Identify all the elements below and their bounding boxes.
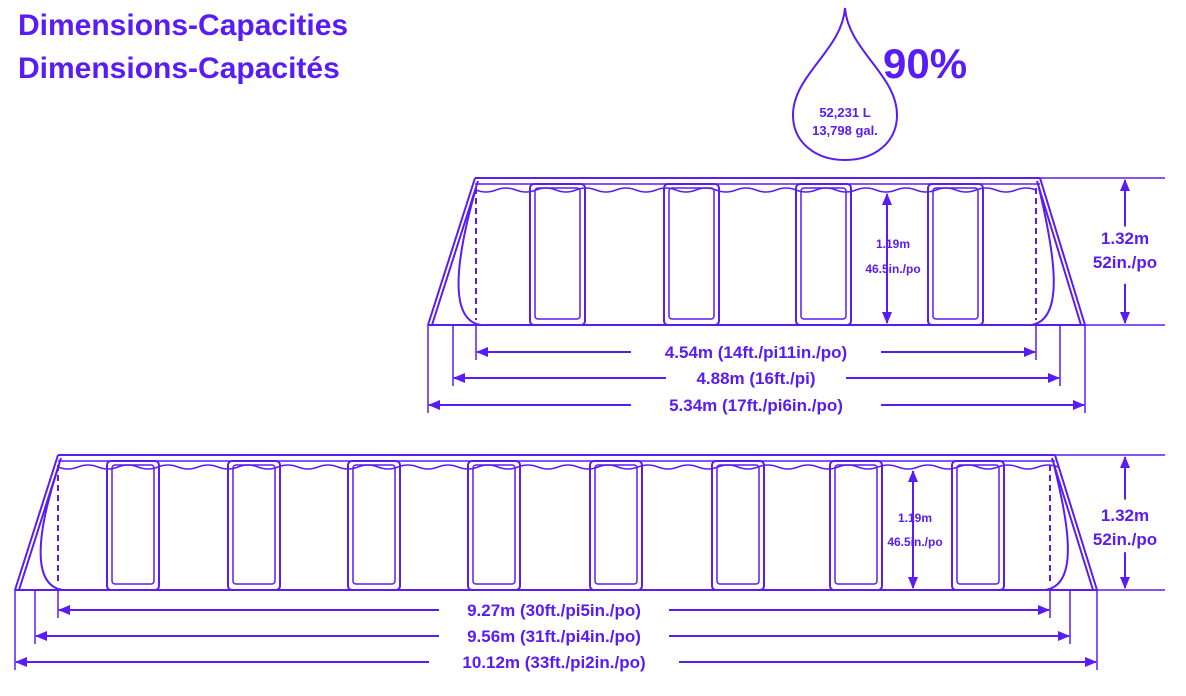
small-dim-outer: 5.34m (17ft./pi6in./po) xyxy=(669,396,843,415)
small-water-height-metric: 1.19m xyxy=(876,237,910,251)
right-leg xyxy=(1036,177,1086,326)
small-water-height-imperial: 46.5in./po xyxy=(865,262,920,276)
left-leg xyxy=(14,454,62,591)
large-pool-drawing xyxy=(14,454,1165,670)
upright-leg xyxy=(347,460,401,591)
large-dim-outer: 10.12m (33ft./pi2in./po) xyxy=(462,653,645,672)
upright-leg-inner xyxy=(534,187,581,320)
large-dim-inner: 9.27m (30ft./pi5in./po) xyxy=(467,601,641,620)
upright-leg-inner xyxy=(352,464,396,585)
left-leg xyxy=(427,177,479,326)
small-dim-mid: 4.88m (16ft./pi) xyxy=(696,369,815,388)
upright-leg xyxy=(467,460,521,591)
upright-leg xyxy=(106,460,160,591)
upright-leg-inner xyxy=(111,464,155,585)
small-wall-height-metric: 1.32m xyxy=(1101,229,1149,248)
upright-leg xyxy=(927,183,984,326)
left-liner xyxy=(457,187,482,326)
upright-leg-inner xyxy=(472,464,516,585)
right-liner xyxy=(1044,464,1069,591)
upright-leg-inner xyxy=(800,187,847,320)
fill-percent: 90% xyxy=(883,40,967,87)
upright-leg xyxy=(529,183,586,326)
large-wall-height-imperial: 52in./po xyxy=(1093,530,1157,549)
upright-leg-inner xyxy=(932,187,979,320)
small-pool-drawing xyxy=(427,177,1165,413)
upright-leg xyxy=(951,460,1005,591)
large-dim-mid: 9.56m (31ft./pi4in./po) xyxy=(467,627,641,646)
large-water-height-metric: 1.19m xyxy=(898,511,932,525)
small-wall-height-imperial: 52in./po xyxy=(1093,253,1157,272)
water-surface xyxy=(57,464,1059,470)
water-drop-icon xyxy=(791,7,899,162)
large-water-height-imperial: 46.5in./po xyxy=(887,535,942,549)
title-french: Dimensions-Capacités xyxy=(18,52,340,85)
upright-leg-inner xyxy=(834,464,878,585)
upright-leg xyxy=(829,460,883,591)
upright-leg-inner xyxy=(594,464,638,585)
upright-leg xyxy=(795,183,852,326)
capacity-liters: 52,231 L xyxy=(819,105,870,120)
upright-leg xyxy=(227,460,281,591)
right-leg xyxy=(1051,454,1098,591)
upright-leg xyxy=(663,183,720,326)
upright-leg-inner xyxy=(716,464,760,585)
upright-leg-inner xyxy=(668,187,715,320)
small-dim-inner: 4.54m (14ft./pi11in./po) xyxy=(665,343,847,362)
capacity-gallons: 13,798 gal. xyxy=(812,123,878,138)
upright-leg-inner xyxy=(956,464,1000,585)
upright-leg xyxy=(711,460,765,591)
title-english: Dimensions-Capacities xyxy=(18,9,348,42)
upright-leg-inner xyxy=(232,464,276,585)
left-liner xyxy=(39,464,64,591)
upright-leg xyxy=(589,460,643,591)
large-wall-height-metric: 1.32m xyxy=(1101,506,1149,525)
right-liner xyxy=(1030,187,1055,326)
